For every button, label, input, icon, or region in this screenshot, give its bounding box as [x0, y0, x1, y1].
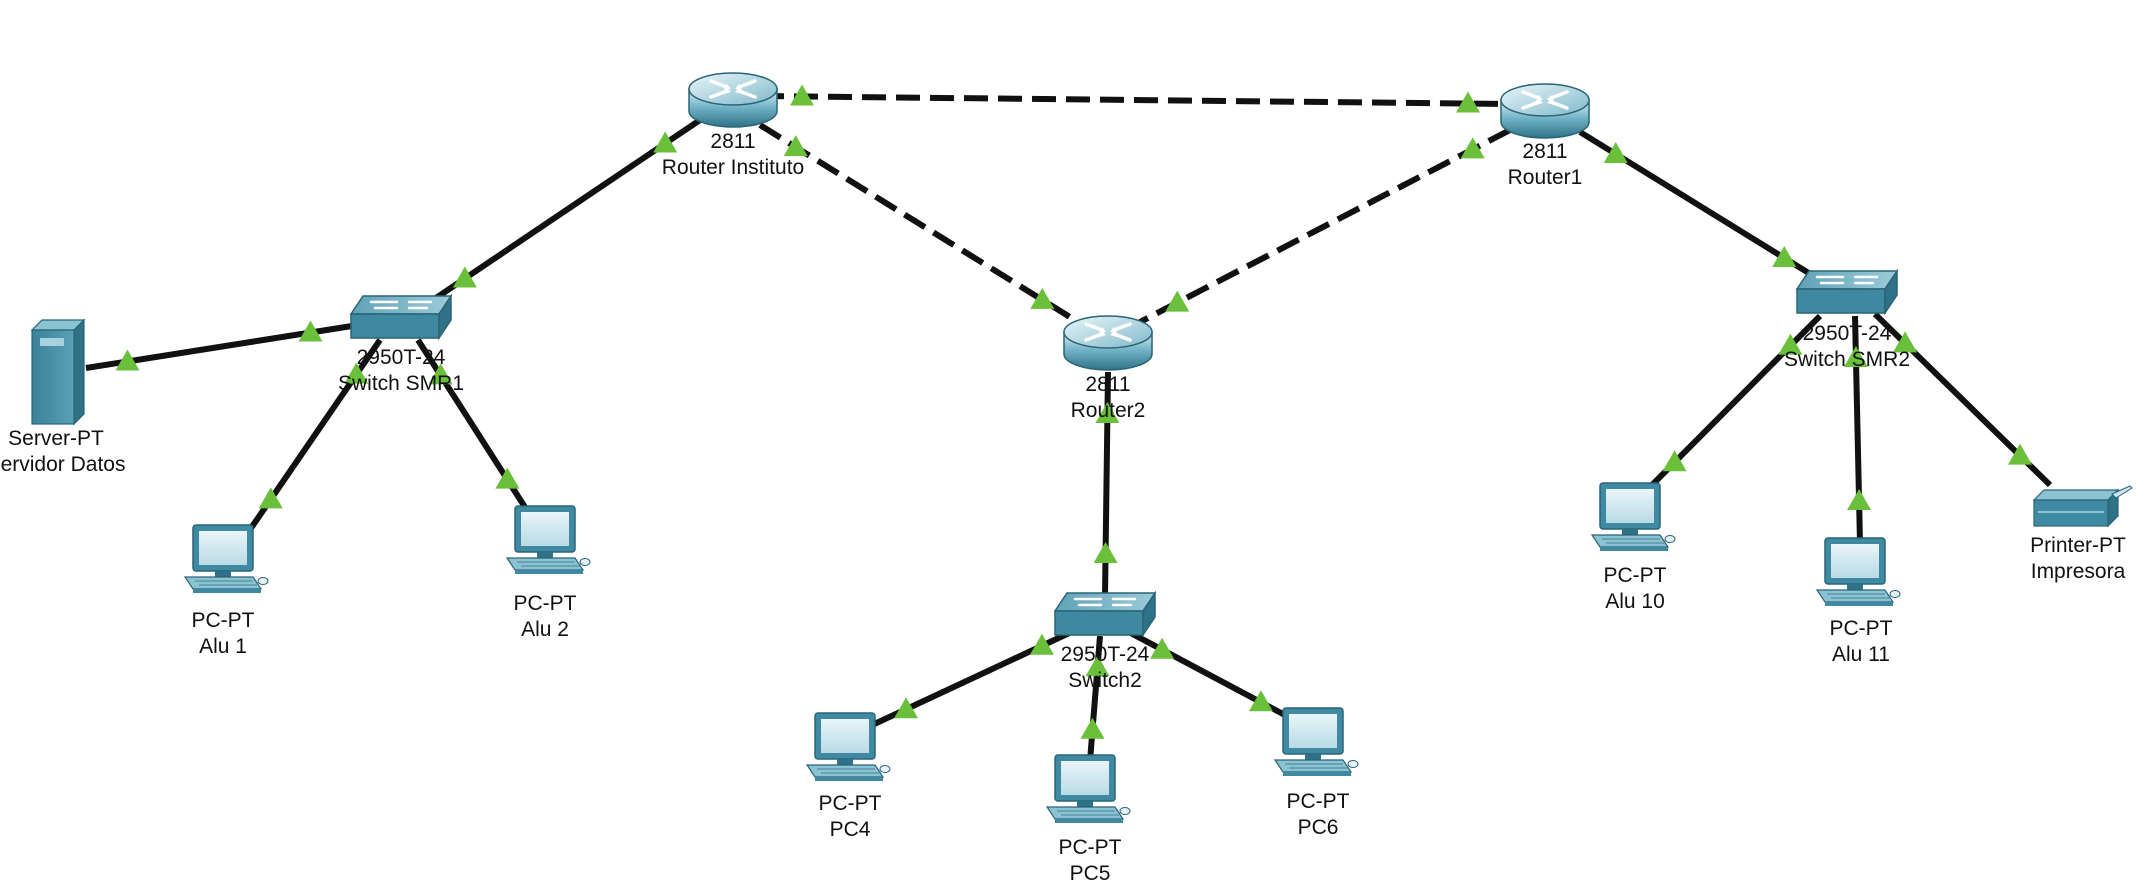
link-status-up-icon	[428, 363, 453, 385]
device-model-label: Printer-PT	[2030, 534, 2126, 557]
link-status-up-icon	[115, 349, 140, 371]
router-icon[interactable]	[1062, 314, 1154, 372]
link-switch2-pc6[interactable]	[1123, 627, 1300, 725]
device-model-label: 2811	[1085, 373, 1130, 396]
link-router_instituto-router1[interactable]	[759, 93, 1511, 107]
device-model-label: 2811	[710, 130, 755, 153]
pc-icon[interactable]	[1591, 482, 1676, 552]
device-name-label: Switch SMR2	[1784, 348, 1910, 371]
device-name-label: PC5	[1070, 862, 1111, 885]
link-status-up-icon	[1772, 245, 1797, 267]
pc-icon[interactable]	[1274, 707, 1359, 777]
device-pc5[interactable]: PC-PT PC5	[1046, 754, 1131, 885]
pc-icon[interactable]	[506, 505, 591, 575]
device-model-label: 2950T-24	[1803, 322, 1892, 345]
router-icon[interactable]	[687, 71, 779, 129]
switch-icon[interactable]	[1795, 269, 1899, 315]
device-pc6[interactable]: PC-PT PC6	[1274, 707, 1359, 839]
link-status-up-icon	[1095, 401, 1120, 423]
device-pc4[interactable]: PC-PT PC4	[806, 712, 891, 841]
link-status-up-icon	[894, 697, 919, 719]
link-status-up-icon	[1093, 542, 1118, 564]
link-status-up-icon	[344, 362, 369, 384]
device-model-label: PC-PT	[1059, 836, 1122, 859]
link-status-up-icon	[495, 467, 520, 489]
device-model-label: PC-PT	[514, 592, 577, 615]
printer-icon[interactable]	[2033, 485, 2133, 527]
link-status-up-icon	[1248, 690, 1273, 712]
link-status-up-icon	[789, 84, 814, 106]
device-name-label: Switch SMR1	[338, 372, 464, 395]
device-name-label: Servidor Datos	[0, 453, 125, 476]
device-model-label: PC-PT	[1604, 564, 1667, 587]
device-model-label: Server-PT	[8, 427, 104, 450]
link-router_instituto-router2[interactable]	[758, 122, 1080, 325]
link-status-up-icon	[2007, 443, 2032, 465]
device-name-label: Impresora	[2031, 560, 2126, 583]
link-status-up-icon	[1080, 717, 1105, 739]
link-status-up-icon	[1029, 633, 1054, 655]
device-alu2[interactable]: PC-PT Alu 2	[506, 505, 591, 641]
link-status-up-icon	[1662, 450, 1687, 472]
link-status-up-icon	[1085, 655, 1110, 677]
device-model-label: PC-PT	[1287, 790, 1350, 813]
link-status-up-icon	[653, 131, 678, 153]
link-status-up-icon	[1893, 331, 1918, 353]
device-alu10[interactable]: PC-PT Alu 10	[1591, 482, 1676, 613]
link-status-up-icon	[298, 320, 323, 342]
link-status-up-icon	[258, 487, 283, 509]
link-status-up-icon	[1778, 333, 1803, 355]
device-alu1[interactable]: PC-PT Alu 1	[184, 524, 269, 658]
device-alu11[interactable]: PC-PT Alu 11	[1816, 537, 1901, 666]
switch-icon[interactable]	[1053, 591, 1157, 637]
link-status-up-icon	[783, 135, 808, 157]
device-name-label: Switch2	[1068, 669, 1142, 692]
device-name-label: PC6	[1298, 816, 1339, 839]
link-status-up-icon	[1843, 345, 1868, 367]
device-model-label: 2950T-24	[1061, 643, 1150, 666]
device-impresora[interactable]: Printer-PT Impresora	[2030, 485, 2133, 583]
device-model-label: PC-PT	[192, 609, 255, 632]
device-name-label: Alu 11	[1832, 643, 1890, 666]
device-name-label: Router1	[1508, 166, 1583, 189]
pc-icon[interactable]	[1816, 537, 1901, 607]
link-status-up-icon	[1603, 142, 1628, 164]
switch-icon[interactable]	[349, 294, 453, 340]
device-name-label: Alu 10	[1605, 590, 1665, 613]
link-status-up-icon	[1456, 91, 1481, 113]
device-model-label: PC-PT	[1830, 617, 1893, 640]
link-status-up-icon	[452, 266, 477, 288]
device-name-label: Router Instituto	[662, 156, 804, 179]
device-model-label: 2811	[1522, 140, 1567, 163]
device-model-label: 2950T-24	[357, 346, 446, 369]
device-servidor_datos[interactable]: Server-PT Servidor Datos	[0, 319, 125, 476]
link-status-up-icon	[1030, 287, 1055, 309]
router-icon[interactable]	[1499, 82, 1591, 140]
pc-icon[interactable]	[1046, 754, 1131, 824]
link-router1-router2[interactable]	[1138, 127, 1512, 325]
device-name-label: Alu 2	[521, 618, 569, 641]
device-name-label: Router2	[1071, 399, 1146, 422]
device-name-label: PC4	[830, 818, 871, 841]
link-status-up-icon	[1165, 290, 1190, 312]
pc-icon[interactable]	[184, 524, 269, 594]
server-icon[interactable]	[31, 319, 85, 425]
link-status-up-icon	[1847, 489, 1872, 511]
link-status-up-icon	[1460, 137, 1485, 159]
link-status-markers	[115, 84, 2032, 739]
device-name-label: Alu 1	[199, 635, 247, 658]
device-model-label: PC-PT	[819, 792, 882, 815]
link-status-up-icon	[1150, 637, 1175, 659]
